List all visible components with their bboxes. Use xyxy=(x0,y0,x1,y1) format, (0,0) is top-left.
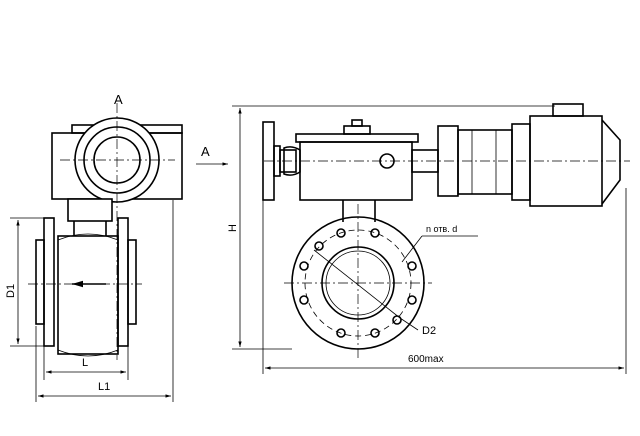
dim-d1: D1 xyxy=(5,284,17,298)
view-arrow: A xyxy=(196,144,228,166)
dim-h: H xyxy=(227,224,239,232)
front-view: D2 n отв. d H 600max xyxy=(227,103,630,374)
side-view: D1 L L1 A xyxy=(5,92,183,402)
dim-l: L xyxy=(82,357,88,369)
view-label: A xyxy=(114,92,123,107)
dim-d2: D2 xyxy=(422,325,436,337)
dim-holes: n отв. d xyxy=(426,224,457,234)
bolt-holes xyxy=(299,228,417,338)
dim-width-max: 600max xyxy=(408,354,444,365)
dim-l1: L1 xyxy=(98,381,110,393)
arrow-label: A xyxy=(201,144,210,159)
